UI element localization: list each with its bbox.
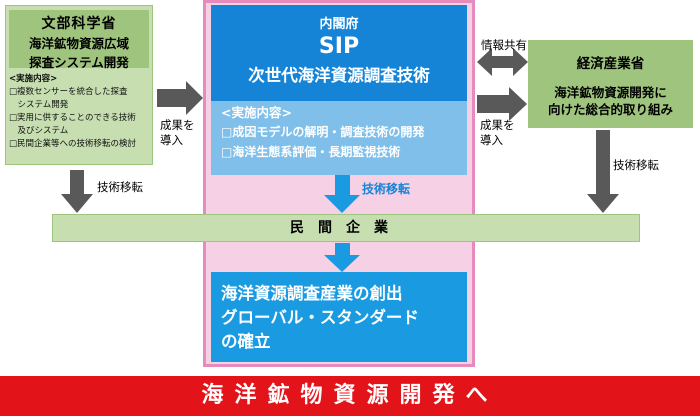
mext-details-title: <実施内容> bbox=[9, 74, 58, 84]
label-introduce-right-a: 成果を bbox=[480, 118, 515, 132]
mext-header: 文部科学省 海洋鉱物資源広域 探査システム開発 bbox=[9, 10, 149, 70]
mext-item: 及びシステム bbox=[9, 126, 69, 136]
mext-ministry: 文部科学省 bbox=[41, 16, 117, 32]
sip-outcome-line: 海洋資源調査産業の創出 bbox=[221, 284, 403, 303]
arrow-info-share bbox=[477, 48, 528, 76]
private-sector-bar: 民間企業 bbox=[52, 214, 640, 242]
meti-line1: 海洋鉱物資源開発に bbox=[554, 85, 667, 100]
mext-item: □民間企業等への技術移転の検討 bbox=[9, 139, 137, 149]
label-tech-transfer-right: 技術移転 bbox=[613, 158, 659, 172]
arrow-mext-down bbox=[61, 170, 93, 213]
label-introduce-left-b: 導入 bbox=[160, 133, 183, 147]
mext-item: □実用に供することのできる技術 bbox=[9, 113, 136, 123]
label-introduce-right: 成果を 導入 bbox=[480, 118, 515, 148]
arrow-sip-down-1 bbox=[324, 175, 360, 213]
label-introduce-right-b: 導入 bbox=[480, 133, 503, 147]
label-introduce-left: 成果を 導入 bbox=[160, 118, 195, 148]
sip-details-title: <実施内容> bbox=[221, 105, 292, 120]
mext-title-line1: 海洋鉱物資源広域 bbox=[28, 36, 129, 51]
label-info-share: 情報共有 bbox=[481, 38, 527, 52]
label-introduce-left-a: 成果を bbox=[160, 118, 195, 132]
sip-outcome-line: グローバル・スタンダード bbox=[221, 308, 419, 327]
sip-header: 内閣府 SIP 次世代海洋資源調査技術 bbox=[211, 5, 467, 101]
sip-item: □成因モデルの解明・調査技術の開発 bbox=[221, 125, 425, 139]
mext-item: □複数センサーを統合した探査 bbox=[9, 87, 128, 97]
sip-outcome-line: の確立 bbox=[221, 332, 271, 351]
sip-details: <実施内容> □成因モデルの解明・調査技術の開発 □海洋生態系評価・長期監視技術 bbox=[211, 101, 467, 175]
arrow-sip-down-2 bbox=[324, 243, 360, 272]
meti-box: 経済産業省 海洋鉱物資源開発に 向けた総合的取り組み bbox=[528, 40, 693, 128]
sip-name: SIP bbox=[318, 34, 360, 59]
sip-org: 内閣府 bbox=[319, 17, 359, 32]
mext-details: <実施内容> □複数センサーを統合した探査 システム開発 □実用に供することので… bbox=[9, 73, 153, 151]
sip-subtitle: 次世代海洋資源調査技術 bbox=[248, 66, 430, 85]
arrow-meti-down bbox=[587, 130, 619, 213]
meti-line2: 向けた総合的取り組み bbox=[547, 102, 673, 117]
mext-item: システム開発 bbox=[9, 100, 69, 110]
label-tech-transfer-center: 技術移転 bbox=[362, 182, 411, 196]
arrow-mext-to-sip bbox=[157, 81, 203, 115]
arrow-sip-to-meti bbox=[477, 87, 527, 121]
label-tech-transfer-left: 技術移転 bbox=[97, 180, 143, 194]
sip-item: □海洋生態系評価・長期監視技術 bbox=[221, 145, 401, 159]
meti-ministry: 経済産業省 bbox=[576, 56, 645, 72]
sip-outcome: 海洋資源調査産業の創出 グローバル・スタンダード の確立 bbox=[211, 272, 467, 362]
footer-banner: 海洋鉱物資源開発へ bbox=[0, 376, 700, 416]
mext-title-line2: 探査システム開発 bbox=[29, 55, 129, 70]
